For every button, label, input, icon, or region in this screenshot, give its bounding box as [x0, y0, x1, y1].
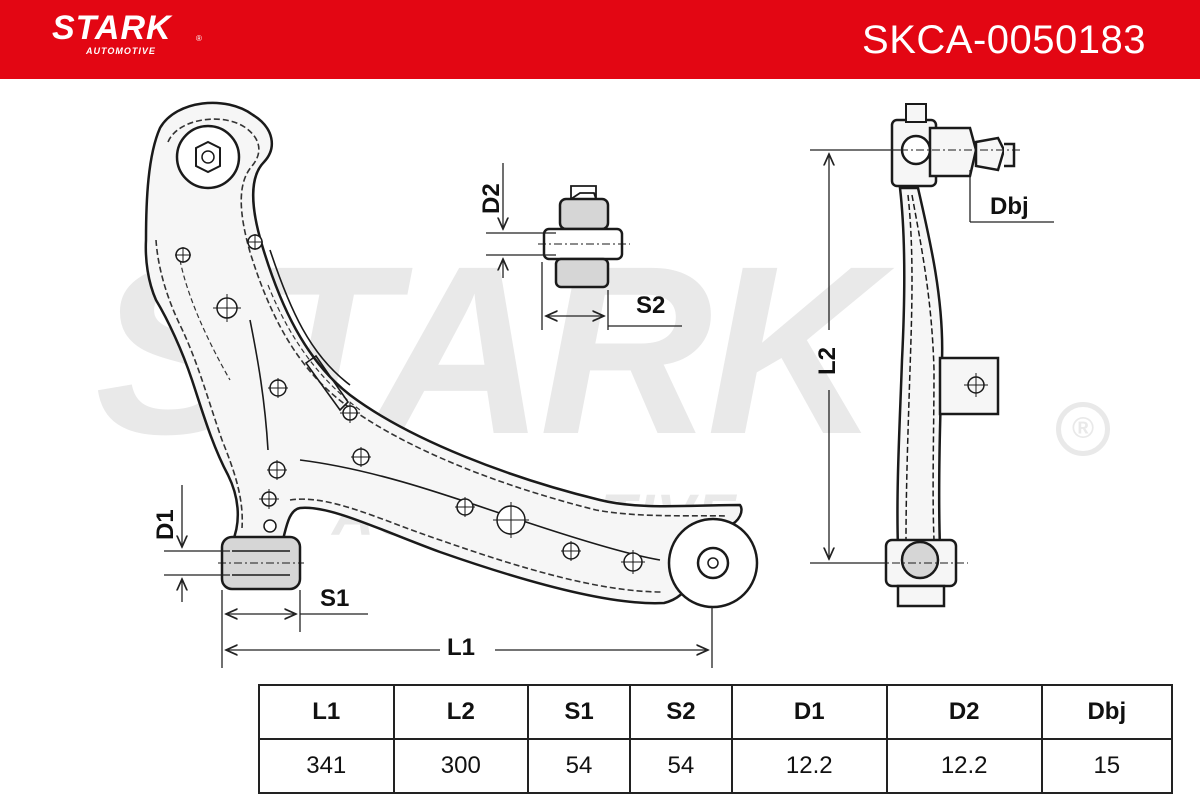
label-s2: S2: [636, 292, 666, 319]
table-cell: 54: [527, 738, 631, 794]
label-d2: D2: [478, 183, 505, 214]
table-header-cell: D1: [730, 684, 888, 740]
control-arm-side-view: [876, 103, 1020, 608]
table-cell: 15: [1040, 738, 1174, 794]
table-header-row: L1 L2 S1 S2 D1 D2 Dbj: [258, 684, 1174, 740]
brand-logo-name: STARK: [52, 9, 172, 47]
rear-bushing: [218, 535, 304, 591]
table-header-cell: Dbj: [1040, 684, 1174, 740]
part-code: SKCA-0050183: [862, 18, 1146, 62]
control-arm-front-view: [144, 101, 743, 605]
table-header-cell: D2: [885, 684, 1043, 740]
brand-logo-tagline: AUTOMOTIVE: [86, 46, 156, 56]
bushing-detail: [538, 185, 630, 289]
table-cell: 12.2: [885, 738, 1043, 794]
table-header-cell: S2: [628, 684, 733, 740]
table-cell: 12.2: [730, 738, 888, 794]
brand-registered-mark: ®: [196, 34, 202, 43]
label-dbj: Dbj: [990, 193, 1029, 220]
table-cell: 54: [628, 738, 733, 794]
watermark-registered-mark: ®: [1056, 402, 1110, 456]
header-bar: STARK AUTOMOTIVE ® SKCA-0050183: [0, 0, 1200, 79]
label-l1: L1: [447, 634, 476, 661]
brand-logo: STARK AUTOMOTIVE: [52, 10, 172, 56]
control-arm-drawing: [144, 101, 1054, 668]
table-header-cell: S1: [527, 684, 631, 740]
table-cell: 341: [258, 738, 395, 794]
label-s1: S1: [320, 585, 350, 612]
table-cell: 300: [392, 738, 530, 794]
table-header-cell: L1: [258, 684, 395, 740]
label-l2: L2: [814, 346, 841, 375]
top-mount: [175, 124, 241, 190]
specifications-table: L1 L2 S1 S2 D1 D2 Dbj 341 300 54 54 12.2…: [258, 684, 1174, 794]
ball-joint-end: [667, 517, 759, 609]
table-row: 341 300 54 54 12.2 12.2 15: [258, 738, 1174, 794]
label-d1: D1: [152, 509, 179, 540]
dimension-lines: [164, 149, 1054, 668]
table-header-cell: L2: [392, 684, 530, 740]
